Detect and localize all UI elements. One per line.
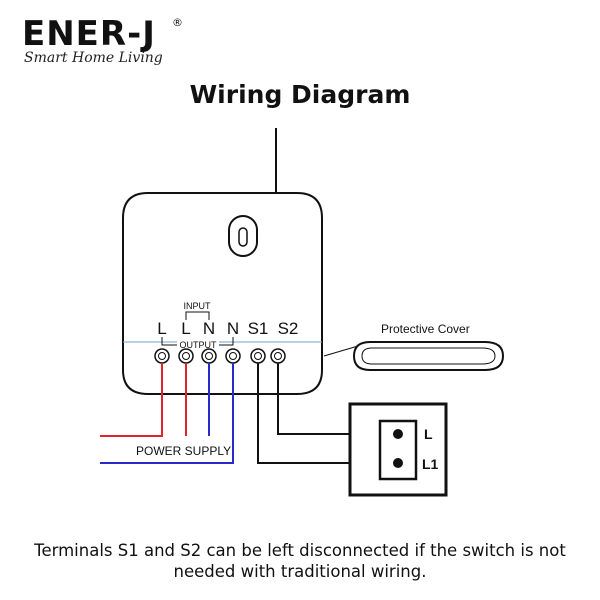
input-label: INPUT: [184, 301, 212, 311]
brand-tagline: Smart Home Living: [24, 50, 163, 66]
protective-cover-label: Protective Cover: [381, 322, 470, 336]
terminal-label-s2: S2: [278, 319, 299, 338]
terminal-screw-s2: [270, 348, 286, 364]
terminal-label-n1: N: [203, 319, 215, 338]
terminal-label-l2: L: [181, 319, 190, 338]
terminal-label-l1: L: [157, 319, 166, 338]
protective-cover-leader: [323, 345, 359, 357]
switch-label-l: L: [424, 426, 433, 442]
terminal-label-n2: N: [227, 319, 239, 338]
switch-terminal-l: [393, 429, 403, 439]
protective-cover: [352, 341, 505, 371]
switch-terminal-l1: [393, 458, 403, 468]
module-body: [122, 192, 323, 395]
power-supply-label: POWER SUPPLY: [136, 444, 231, 458]
terminal-screw-n2: [225, 348, 241, 364]
wire-neutral-2: [100, 363, 234, 464]
switch-label-l1: L1: [422, 456, 439, 472]
page-title: Wiring Diagram: [189, 80, 411, 109]
wire-live-1: [100, 363, 163, 437]
button-inner: [238, 227, 248, 247]
terminal-screw-l2: [178, 348, 194, 364]
terminal-screw-n1: [201, 348, 217, 364]
input-bracket: [185, 311, 210, 320]
footnote: Terminals S1 and S2 can be left disconne…: [34, 541, 566, 581]
terminal-screw-s1: [250, 348, 266, 364]
output-label: OUTPUT: [180, 340, 218, 350]
terminal-label-s1: S1: [248, 319, 269, 338]
brand-name: ENER-J: [22, 14, 156, 54]
terminal-screw-l1: [154, 348, 170, 364]
protective-cover-inner: [361, 347, 496, 365]
registered-mark: ®: [172, 16, 183, 29]
brand-logo: ENER-J ® Smart Home Living: [22, 14, 202, 74]
